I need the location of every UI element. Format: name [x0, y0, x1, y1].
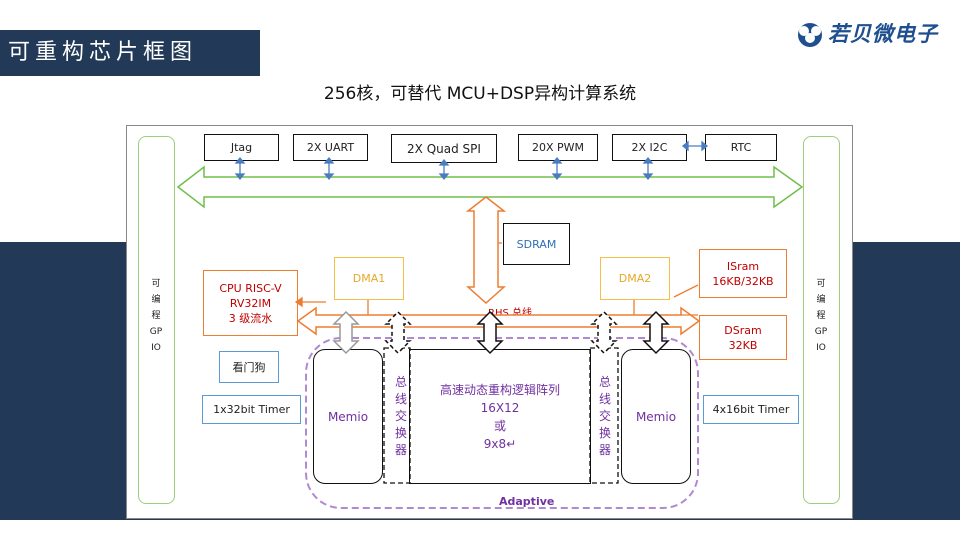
quad-spi-block: 2X Quad SPI: [391, 134, 497, 163]
brand-name: 若贝微电子: [828, 22, 938, 46]
memio-right-block: Memio: [621, 349, 691, 484]
rls-bus-label: RLS 总线: [470, 188, 513, 199]
dma2-block: DMA2: [600, 257, 670, 300]
timer-right-block: 4x16bit Timer: [703, 395, 799, 424]
page-title: 可重构芯片框图: [0, 30, 260, 76]
bus-switch-right-label: 总线交换器: [598, 375, 611, 457]
bus-switch-left-label: 总线交换器: [394, 375, 407, 457]
gpio-right: [803, 136, 840, 504]
gpio-left: [138, 136, 175, 504]
brand-logo-icon: [798, 23, 822, 47]
rhs-bus-label: RHS 总线: [488, 308, 532, 319]
i2c-block: 2X I2C: [612, 134, 687, 161]
uart-block: 2X UART: [293, 134, 368, 161]
page-subtitle: 256核，可替代 MCU+DSP异构计算系统: [323, 84, 637, 104]
timer-left-block: 1x32bit Timer: [202, 395, 301, 424]
sdram-block: SDRAM: [503, 223, 570, 265]
jtag-block: Jtag: [204, 134, 279, 161]
rtc-block: RTC: [705, 134, 777, 161]
watchdog-block: 看门狗: [219, 351, 279, 383]
pwm-block: 20X PWM: [518, 134, 598, 161]
dma1-block: DMA1: [334, 257, 404, 300]
memio-left-block: Memio: [313, 349, 383, 484]
rhs-bus-vertical-label: RHS 总线: [475, 226, 486, 270]
adaptive-label: Adaptive: [499, 495, 555, 508]
